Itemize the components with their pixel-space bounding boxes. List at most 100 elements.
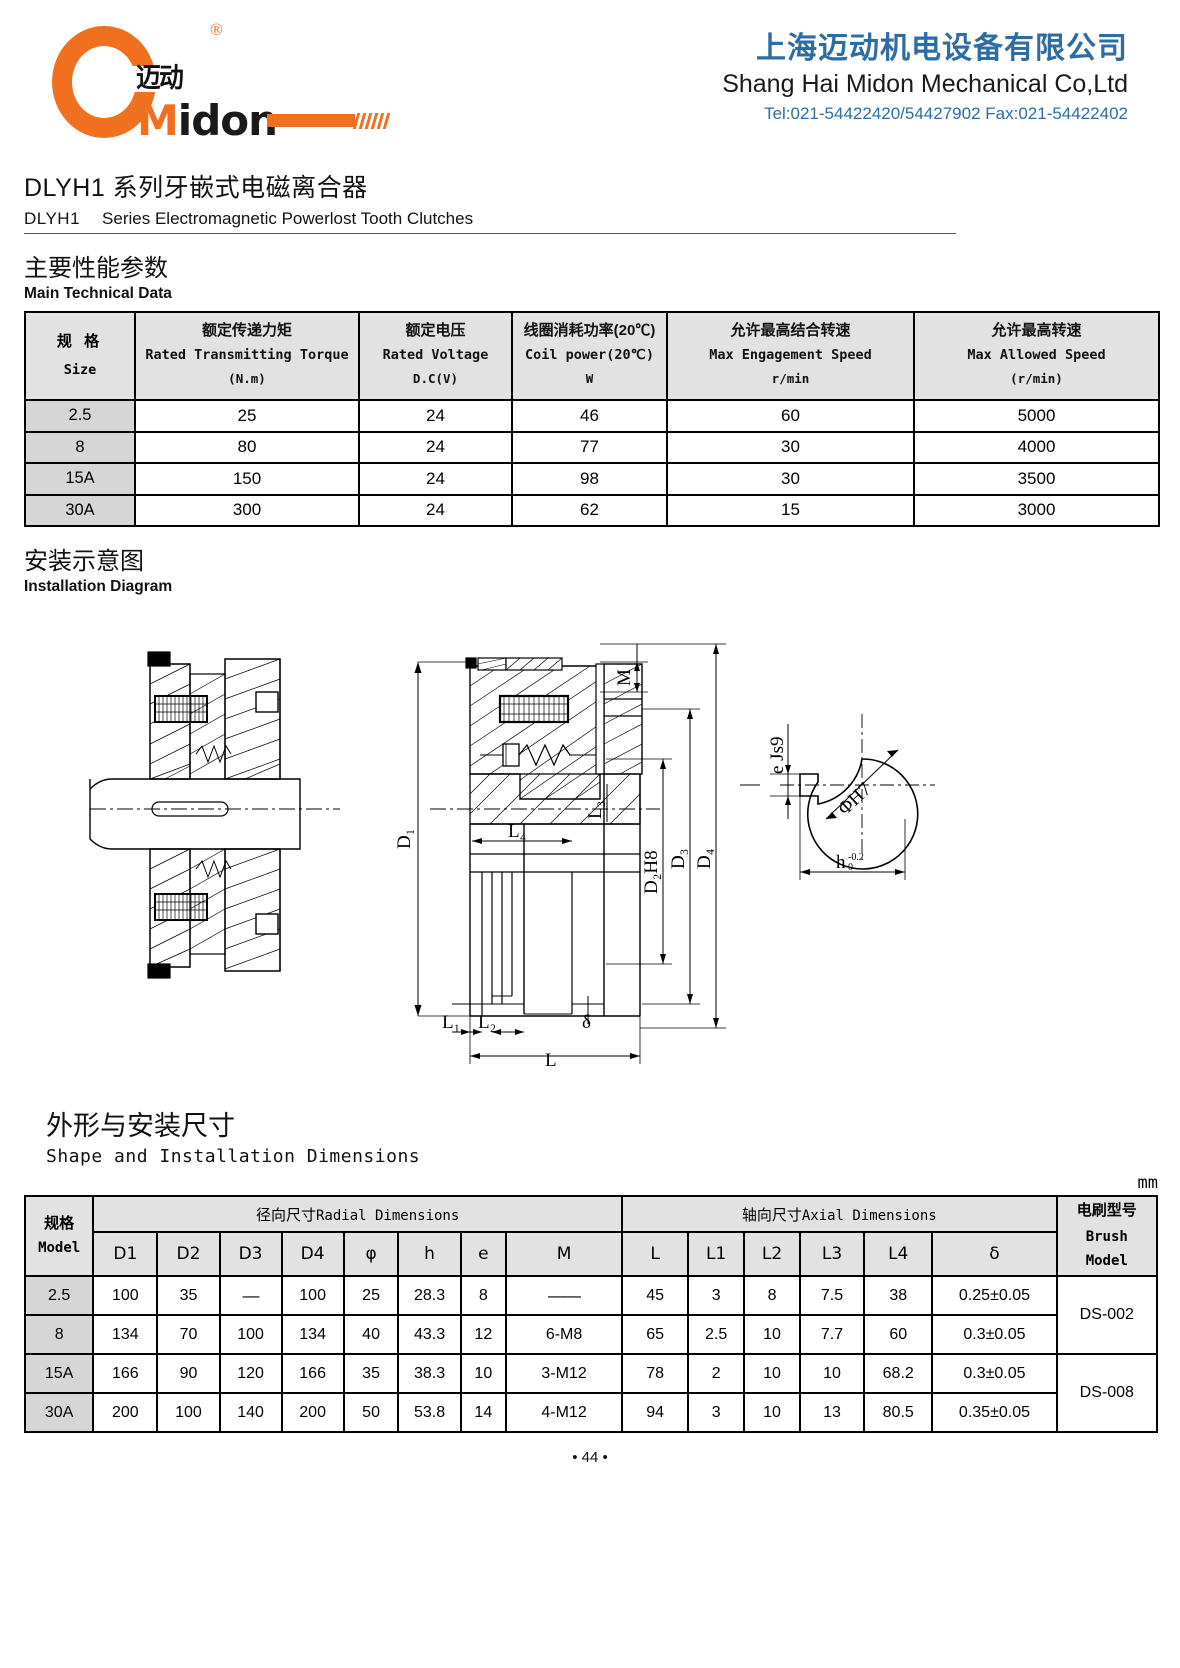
cell-L4: 38 (863, 1275, 934, 1316)
section-install-title-en: Installation Diagram (24, 578, 173, 595)
cell-M: 4-M12 (505, 1392, 624, 1433)
th-axial-en: Axial Dimensions (801, 1207, 937, 1224)
label-key-h-tolerance-lower: 0 (848, 862, 853, 873)
company-logo: ® 迈动 Midon (42, 14, 402, 154)
cell-engagement-speed: 15 (666, 493, 915, 527)
left-assembly-view (89, 651, 340, 979)
th-model: 规格 Model (23, 1195, 95, 1277)
dimensions-table: 规格 Model 径向尺寸Radial Dimensions 轴向尺寸Axial… (23, 1195, 1159, 1433)
cell-voltage: 24 (358, 430, 513, 464)
installation-diagram: D₁ D₂H8 D₃ D₄ M L₃ L₄ L₁ L₂ δ L e Js9 ΦH… (0, 604, 1180, 1104)
cell-max-speed: 5000 (913, 399, 1160, 433)
cell-D4: 134 (280, 1314, 345, 1355)
cell-D3: 100 (218, 1314, 283, 1355)
table-row: 2.5 100 35 — 100 25 28.3 8 —— 45 3 8 7.5… (23, 1275, 1159, 1355)
th-axial-group: 轴向尺寸Axial Dimensions (621, 1195, 1058, 1233)
cell-max-speed: 3000 (913, 493, 1160, 527)
cell-L4: 68.2 (863, 1353, 934, 1394)
logo-brand-cn: 迈动 (136, 63, 184, 93)
th-engagement-speed: 允许最高结合转速 Max Engagement Speed r/min (666, 311, 915, 401)
page-header: ® 迈动 Midon 上海迈动机电设备有限公司 Shang Hai Midon … (0, 0, 1180, 150)
th-col-M: M (505, 1231, 624, 1277)
th-model-en: Model (38, 1239, 81, 1256)
company-contact: Tel:021-54422420/54427902 Fax:021-544224… (764, 104, 1128, 123)
th-brush-en1: Brush (1085, 1228, 1128, 1245)
th-voltage: 额定电压 Rated Voltage D.C(V) (358, 311, 513, 401)
table-header-row: 规 格 Size 额定传递力矩 Rated Transmitting Torqu… (24, 311, 1160, 401)
th-power: 线圈消耗功率(20℃) Coil power(20℃) W (511, 311, 668, 401)
cell-delta: 0.3±0.05 (931, 1314, 1058, 1355)
cell-M: 6-M8 (505, 1314, 624, 1355)
registered-trademark-icon: ® (210, 20, 223, 39)
cell-torque: 25 (134, 399, 360, 433)
cell-D1: 166 (92, 1353, 159, 1394)
th-col-D1: D1 (92, 1231, 159, 1277)
th-power-unit: W (585, 371, 594, 387)
th-torque-cn: 额定传递力矩 (201, 322, 292, 340)
th-size-cn: 规 格 (56, 332, 104, 350)
th-engagement-speed-en: Max Engagement Speed (709, 346, 872, 363)
table-row: 30A 300 24 62 15 3000 (24, 493, 1160, 527)
th-brush-model: 电刷型号 Brush Model (1055, 1195, 1159, 1277)
cell-D4: 200 (280, 1392, 345, 1433)
label-D3: D₃ (668, 849, 689, 869)
cell-phi: 50 (342, 1392, 400, 1433)
th-col-e: e (459, 1231, 508, 1277)
label-L1: L₁ (442, 1012, 460, 1033)
logo-stripes-decoration (352, 113, 391, 129)
cell-size: 15A (24, 462, 136, 496)
cell-h: 38.3 (397, 1353, 462, 1394)
main-technical-data-table: 规 格 Size 额定传递力矩 Rated Transmitting Torqu… (24, 311, 1160, 527)
th-max-speed-en: Max Allowed Speed (967, 346, 1106, 363)
th-col-delta: δ (931, 1231, 1058, 1277)
th-torque-unit: (N.m) (228, 371, 266, 387)
label-key-h: h (836, 852, 846, 873)
table-row: 15A 166 90 120 166 35 38.3 10 3-M12 78 2… (23, 1353, 1159, 1433)
cell-model: 2.5 (23, 1275, 95, 1316)
cell-torque: 300 (134, 493, 360, 527)
cell-L4: 60 (863, 1314, 934, 1355)
section-install-title-cn: 安装示意图 (24, 548, 144, 575)
cell-delta: 0.35±0.05 (931, 1392, 1058, 1433)
label-L3: L₃ (585, 801, 606, 819)
th-col-L4: L4 (863, 1231, 934, 1277)
th-model-cn: 规格 (44, 1215, 75, 1233)
th-size-en: Size (63, 361, 97, 378)
cell-L: 94 (621, 1392, 690, 1433)
document-title-code: DLYH1 (24, 209, 81, 228)
cell-L1: 2.5 (687, 1314, 746, 1355)
cell-e: 10 (459, 1353, 508, 1394)
cell-model: 30A (23, 1392, 95, 1433)
company-info: 上海迈动机电设备有限公司 Shang Hai Midon Mechanical … (722, 0, 1128, 127)
dimensions-table-wrap: 规格 Model 径向尺寸Radial Dimensions 轴向尺寸Axial… (23, 1195, 1159, 1433)
cell-L2: 8 (743, 1275, 801, 1316)
label-key-h-tolerance: -0.2 (848, 852, 864, 863)
logo-bar-decoration (267, 114, 355, 127)
table-row: 8 80 24 77 30 4000 (24, 430, 1160, 464)
logo-brand-en-m: M (137, 96, 179, 145)
cell-size: 30A (24, 493, 136, 527)
cell-voltage: 24 (358, 493, 513, 527)
th-col-L2: L2 (743, 1231, 801, 1277)
cell-h: 28.3 (397, 1275, 462, 1316)
cell-e: 14 (459, 1392, 508, 1433)
th-radial-cn: 径向尺寸 (255, 1206, 316, 1224)
company-name-en: Shang Hai Midon Mechanical Co,Ltd (722, 69, 1128, 98)
installation-diagram-svg: D₁ D₂H8 D₃ D₄ M L₃ L₄ L₁ L₂ δ L e Js9 ΦH… (89, 643, 935, 1071)
cell-h: 43.3 (397, 1314, 462, 1355)
table-row: 8 134 70 100 134 40 43.3 12 6-M8 65 2.5 … (23, 1314, 1157, 1355)
cell-torque: 150 (134, 462, 360, 496)
cell-L4: 80.5 (863, 1392, 934, 1433)
cell-brush: DS-008 (1055, 1353, 1159, 1433)
th-torque-en: Rated Transmitting Torque (145, 346, 349, 363)
cell-power: 46 (511, 399, 668, 433)
cell-size: 2.5 (24, 399, 136, 433)
cell-brush: DS-002 (1055, 1275, 1159, 1355)
cell-D2: 35 (156, 1275, 221, 1316)
cell-D1: 100 (92, 1275, 159, 1316)
label-D1: D₁ (394, 829, 415, 849)
th-radial-group: 径向尺寸Radial Dimensions (92, 1195, 624, 1233)
